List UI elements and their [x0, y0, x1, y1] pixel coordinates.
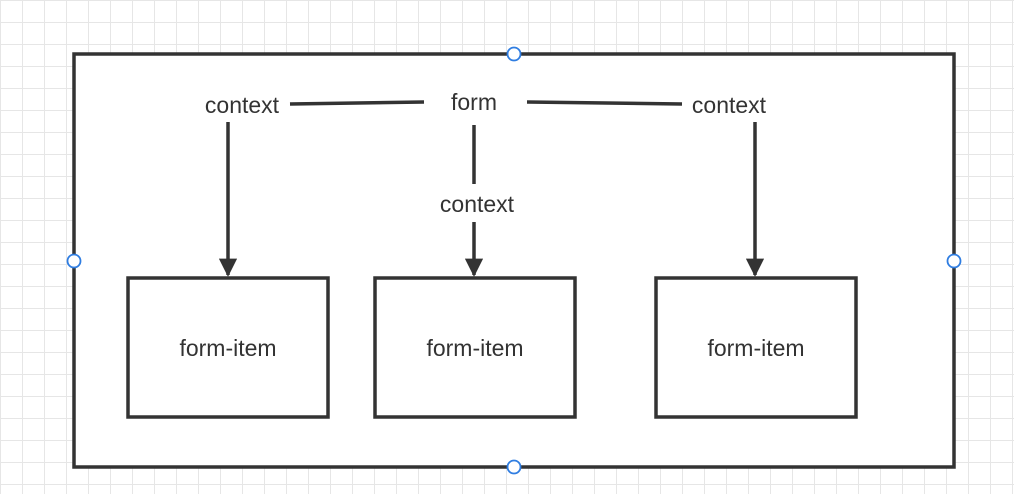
resize-handle-top[interactable]: [506, 46, 522, 62]
form-item-left[interactable]: form-item: [126, 276, 330, 419]
resize-handle-right[interactable]: [946, 253, 962, 269]
resize-handle-left[interactable]: [66, 253, 82, 269]
resize-handle-bottom[interactable]: [506, 459, 522, 475]
connector-form-right: [526, 100, 683, 106]
connector-form-left: [289, 100, 425, 106]
context-label-center: context: [440, 191, 515, 217]
form-item-left-label: form-item: [179, 335, 276, 361]
form-item-center-label: form-item: [426, 335, 523, 361]
form-item-right[interactable]: form-item: [654, 276, 858, 419]
context-label-left: context: [205, 92, 280, 118]
context-label-right: context: [692, 92, 767, 118]
form-item-right-label: form-item: [707, 335, 804, 361]
form-item-center[interactable]: form-item: [373, 276, 577, 419]
form-label: form: [451, 89, 497, 115]
